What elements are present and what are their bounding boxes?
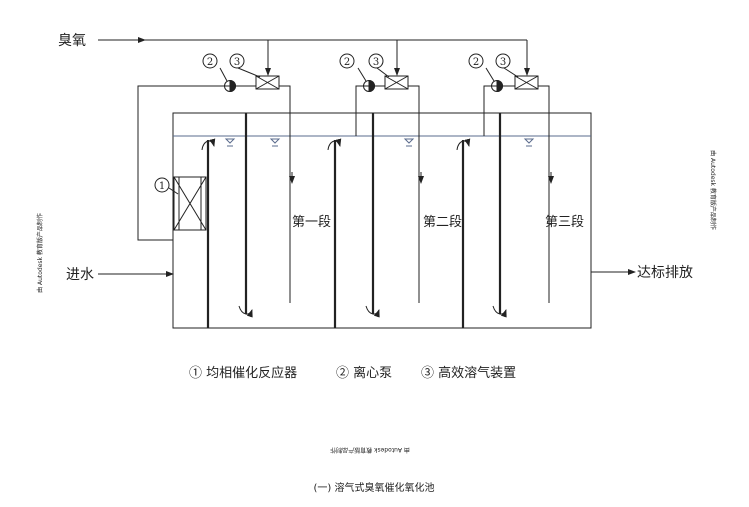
marker-dissolver-2: 3 <box>373 57 379 68</box>
legend-reactor: ① 均相催化反应器 <box>189 365 297 381</box>
marker-dissolver-1: 3 <box>234 57 240 68</box>
dissolver-3 <box>514 75 539 90</box>
recycle-loop-1 <box>137 85 252 241</box>
legend-pump: ② 离心泵 <box>336 365 392 381</box>
flow-curl-top-2 <box>327 138 342 151</box>
pump-1 <box>219 67 236 93</box>
watermark-right: 由 Autodesk 教育版产品制作 <box>709 150 717 230</box>
recycle-loop-2 <box>355 85 369 136</box>
marker-pump-1: 2 <box>207 57 213 68</box>
label-inlet: 进水 <box>66 267 94 283</box>
label-stage2: 第二段 <box>423 215 462 230</box>
dissolver-1 <box>255 75 280 90</box>
legend-dissolver: ③ 高效溶气装置 <box>421 365 516 381</box>
marker-pump-3: 2 <box>473 57 479 68</box>
tank-outline <box>172 112 592 329</box>
marker-pump-2: 2 <box>344 57 350 68</box>
label-stage3: 第三段 <box>545 215 584 230</box>
figure-caption: (一) 溶气式臭氧催化氧化池 <box>314 481 435 494</box>
reactor-box <box>173 176 207 231</box>
marker-reactor: 1 <box>159 181 165 192</box>
flow-curl-top-1 <box>201 138 216 151</box>
pump-3 <box>485 67 503 93</box>
recycle-loop-3 <box>483 85 497 136</box>
label-stage1: 第一段 <box>292 215 331 230</box>
label-ozone: 臭氧 <box>58 33 86 49</box>
pump-2 <box>357 67 375 93</box>
watermark-bottom: 由 Autodesk 教育版产品制作 <box>330 446 410 454</box>
marker-dissolver-3: 3 <box>500 57 506 68</box>
dissolver-2 <box>384 75 409 90</box>
flow-curl-bottom-3 <box>492 305 507 318</box>
flow-curl-bottom-2 <box>365 305 380 318</box>
watermark-left: 由 Autodesk 教育版产品制作 <box>36 213 44 293</box>
label-outlet: 达标排放 <box>637 265 693 281</box>
flow-curl-bottom-1 <box>238 305 253 318</box>
flow-curl-top-3 <box>456 138 471 151</box>
